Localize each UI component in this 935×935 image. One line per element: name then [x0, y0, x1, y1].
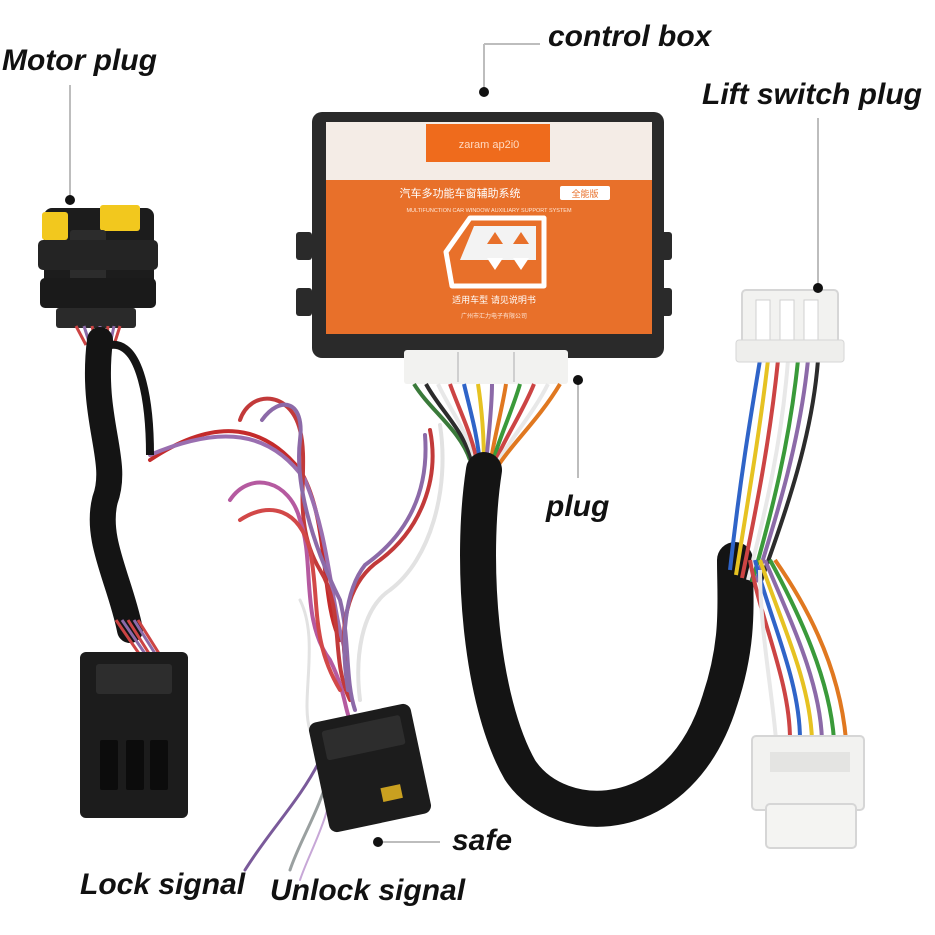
safe-label: safe: [452, 824, 513, 857]
lift-switch-plug-connector: [735, 289, 845, 363]
box-title-cn: 汽车多功能车窗辅助系统: [400, 186, 521, 200]
box-small-cn-2: 广州市汇力电子有限公司: [461, 312, 527, 320]
control-box-label: control box: [548, 20, 712, 53]
lock-signal-label: Lock signal: [80, 868, 246, 901]
box-small-cn: 适用车型 请见说明书: [452, 294, 536, 306]
main-harness-sleeve: [460, 452, 754, 827]
lift-switch-plug-label: Lift switch plug: [702, 78, 922, 111]
motor-harness-sleeve: [84, 327, 143, 643]
plug-label-backdrop: [508, 478, 628, 530]
bottom-right-connector: [751, 735, 865, 849]
box-subtitle-en: MULTIFUNCTION CAR WINDOW AUXILIARY SUPPO…: [406, 208, 572, 214]
motor-harness-branch: [109, 340, 154, 456]
bottom-left-connector: [80, 619, 188, 818]
control-box: [296, 112, 672, 384]
lift-switch-wire-bundle: [728, 359, 848, 741]
callout-leader-lines: [65, 43, 823, 847]
motor-plug-connector: [38, 205, 158, 346]
box-display-text: zaram ap2i0: [459, 139, 520, 151]
plug-label: plug: [546, 490, 610, 523]
safe-connector: [308, 703, 432, 833]
unlock-signal-label: Unlock signal: [270, 874, 466, 907]
motor-plug-label: Motor plug: [2, 44, 157, 77]
box-badge-cn: 全能版: [571, 188, 598, 200]
